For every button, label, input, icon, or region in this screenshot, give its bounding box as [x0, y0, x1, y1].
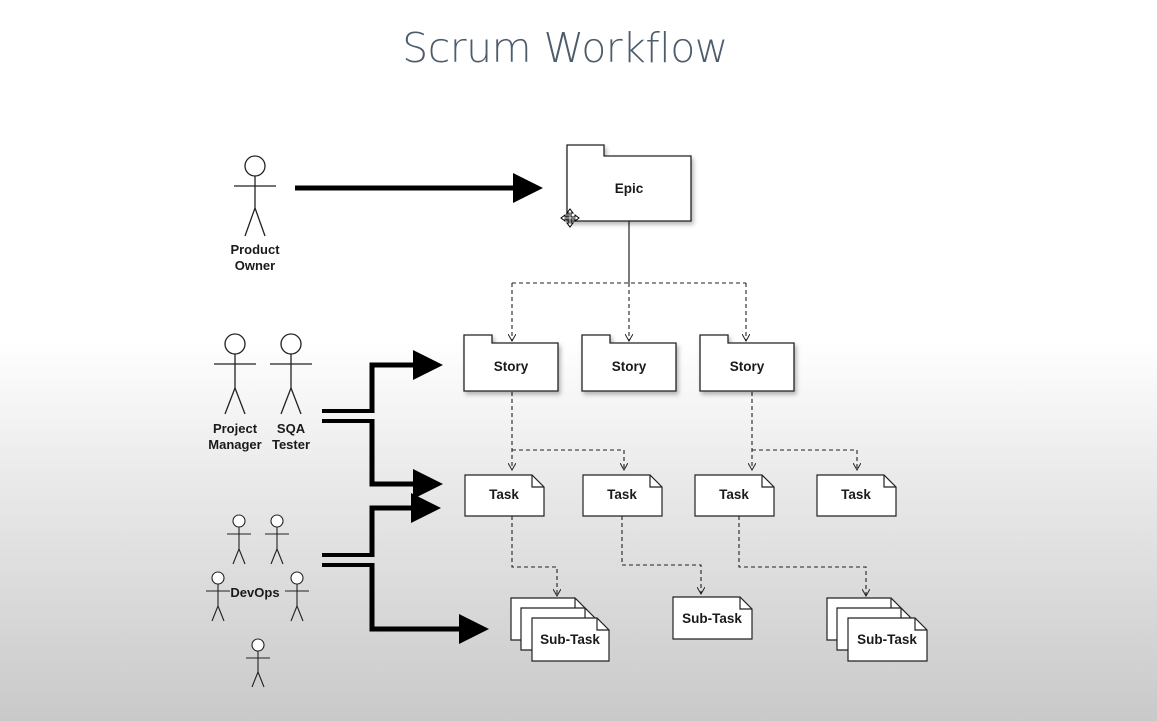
story-node-1: [463, 334, 559, 392]
devops-figure-5: [246, 638, 270, 688]
actor-label-manager: Manager: [208, 437, 261, 452]
arrow-devops-to-subtask: [369, 563, 489, 644]
epic-label: Epic: [615, 181, 644, 196]
task-label-2: Task: [607, 487, 637, 502]
subtask-label-3: Sub-Task: [857, 632, 917, 647]
story-label-2: Story: [612, 359, 647, 374]
task-label-1: Task: [489, 487, 519, 502]
actor-project-manager: [214, 333, 256, 415]
devops-figure-1: [227, 514, 251, 565]
subtask-stack-1: [510, 597, 610, 662]
devops-figure-3: [206, 571, 230, 622]
arrow-devops-to-task: [369, 493, 441, 557]
subtask-stack-3: [826, 597, 928, 662]
dashed-connectors: [512, 282, 866, 596]
actor-label-devops: DevOps: [230, 585, 279, 600]
subtask-label-1: Sub-Task: [540, 632, 600, 647]
actor-label-project: Project: [213, 421, 258, 436]
task-node-1: [464, 474, 545, 517]
arrow-pm-to-task: [369, 419, 443, 499]
actor-label-tester: Tester: [272, 437, 310, 452]
story-label-3: Story: [730, 359, 765, 374]
page-title: Scrum Workflow: [402, 24, 728, 72]
actor-label-sqa: SQA: [277, 421, 306, 436]
task-label-4: Task: [841, 487, 871, 502]
actor-label-product: Product: [230, 242, 280, 257]
arrow-pm-to-story: [369, 350, 443, 413]
task-label-3: Task: [719, 487, 749, 502]
task-node-4: [816, 474, 897, 517]
epic-node: [566, 144, 692, 222]
assign-arrows: [295, 173, 543, 644]
task-node-2: [582, 474, 663, 517]
move-cursor-icon: [560, 208, 580, 228]
subtask-node-2: [672, 596, 753, 640]
story-node-2: [581, 334, 677, 392]
story-label-1: Story: [494, 359, 529, 374]
subtask-label-2: Sub-Task: [682, 611, 742, 626]
actor-sqa-tester: [270, 333, 312, 415]
devops-figure-4: [285, 571, 309, 622]
task-node-3: [694, 474, 775, 517]
actor-product-owner: [234, 155, 276, 237]
story-node-3: [699, 334, 795, 392]
actor-label-owner: Owner: [235, 258, 275, 273]
actor-devops-group: [206, 514, 309, 688]
devops-figure-2: [265, 514, 289, 565]
